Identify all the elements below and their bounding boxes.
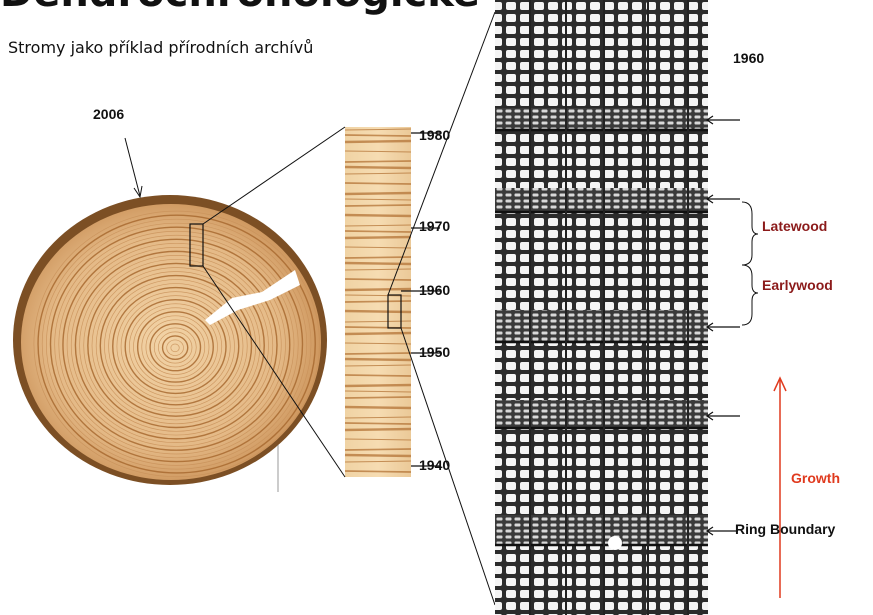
year-2006-pointer (125, 138, 140, 196)
earlywood-brace (742, 265, 758, 325)
core-year-1970-label: 1970 (419, 218, 450, 234)
core-year-1940-label: 1940 (419, 457, 450, 473)
micrograph-resin-duct (608, 536, 622, 550)
core-year-1950-label: 1950 (419, 344, 450, 360)
growth-label: Growth (791, 470, 840, 486)
zoom-line-disc-top (203, 127, 345, 224)
core-year-1980-label: 1980 (419, 127, 450, 143)
wood-cell-micrograph (495, 0, 708, 615)
latewood-brace (742, 202, 758, 265)
micro-year-1960-label: 1960 (733, 50, 764, 66)
earlywood-label: Earlywood (762, 277, 833, 293)
latewood-label: Latewood (762, 218, 827, 234)
ring-boundary-arrows (707, 116, 740, 535)
tree-disc-image (13, 195, 327, 492)
core-sample-image (345, 127, 411, 477)
ring-boundary-label: Ring Boundary (735, 521, 835, 537)
year-2006-label: 2006 (93, 106, 124, 122)
core-year-1960-label: 1960 (419, 282, 450, 298)
